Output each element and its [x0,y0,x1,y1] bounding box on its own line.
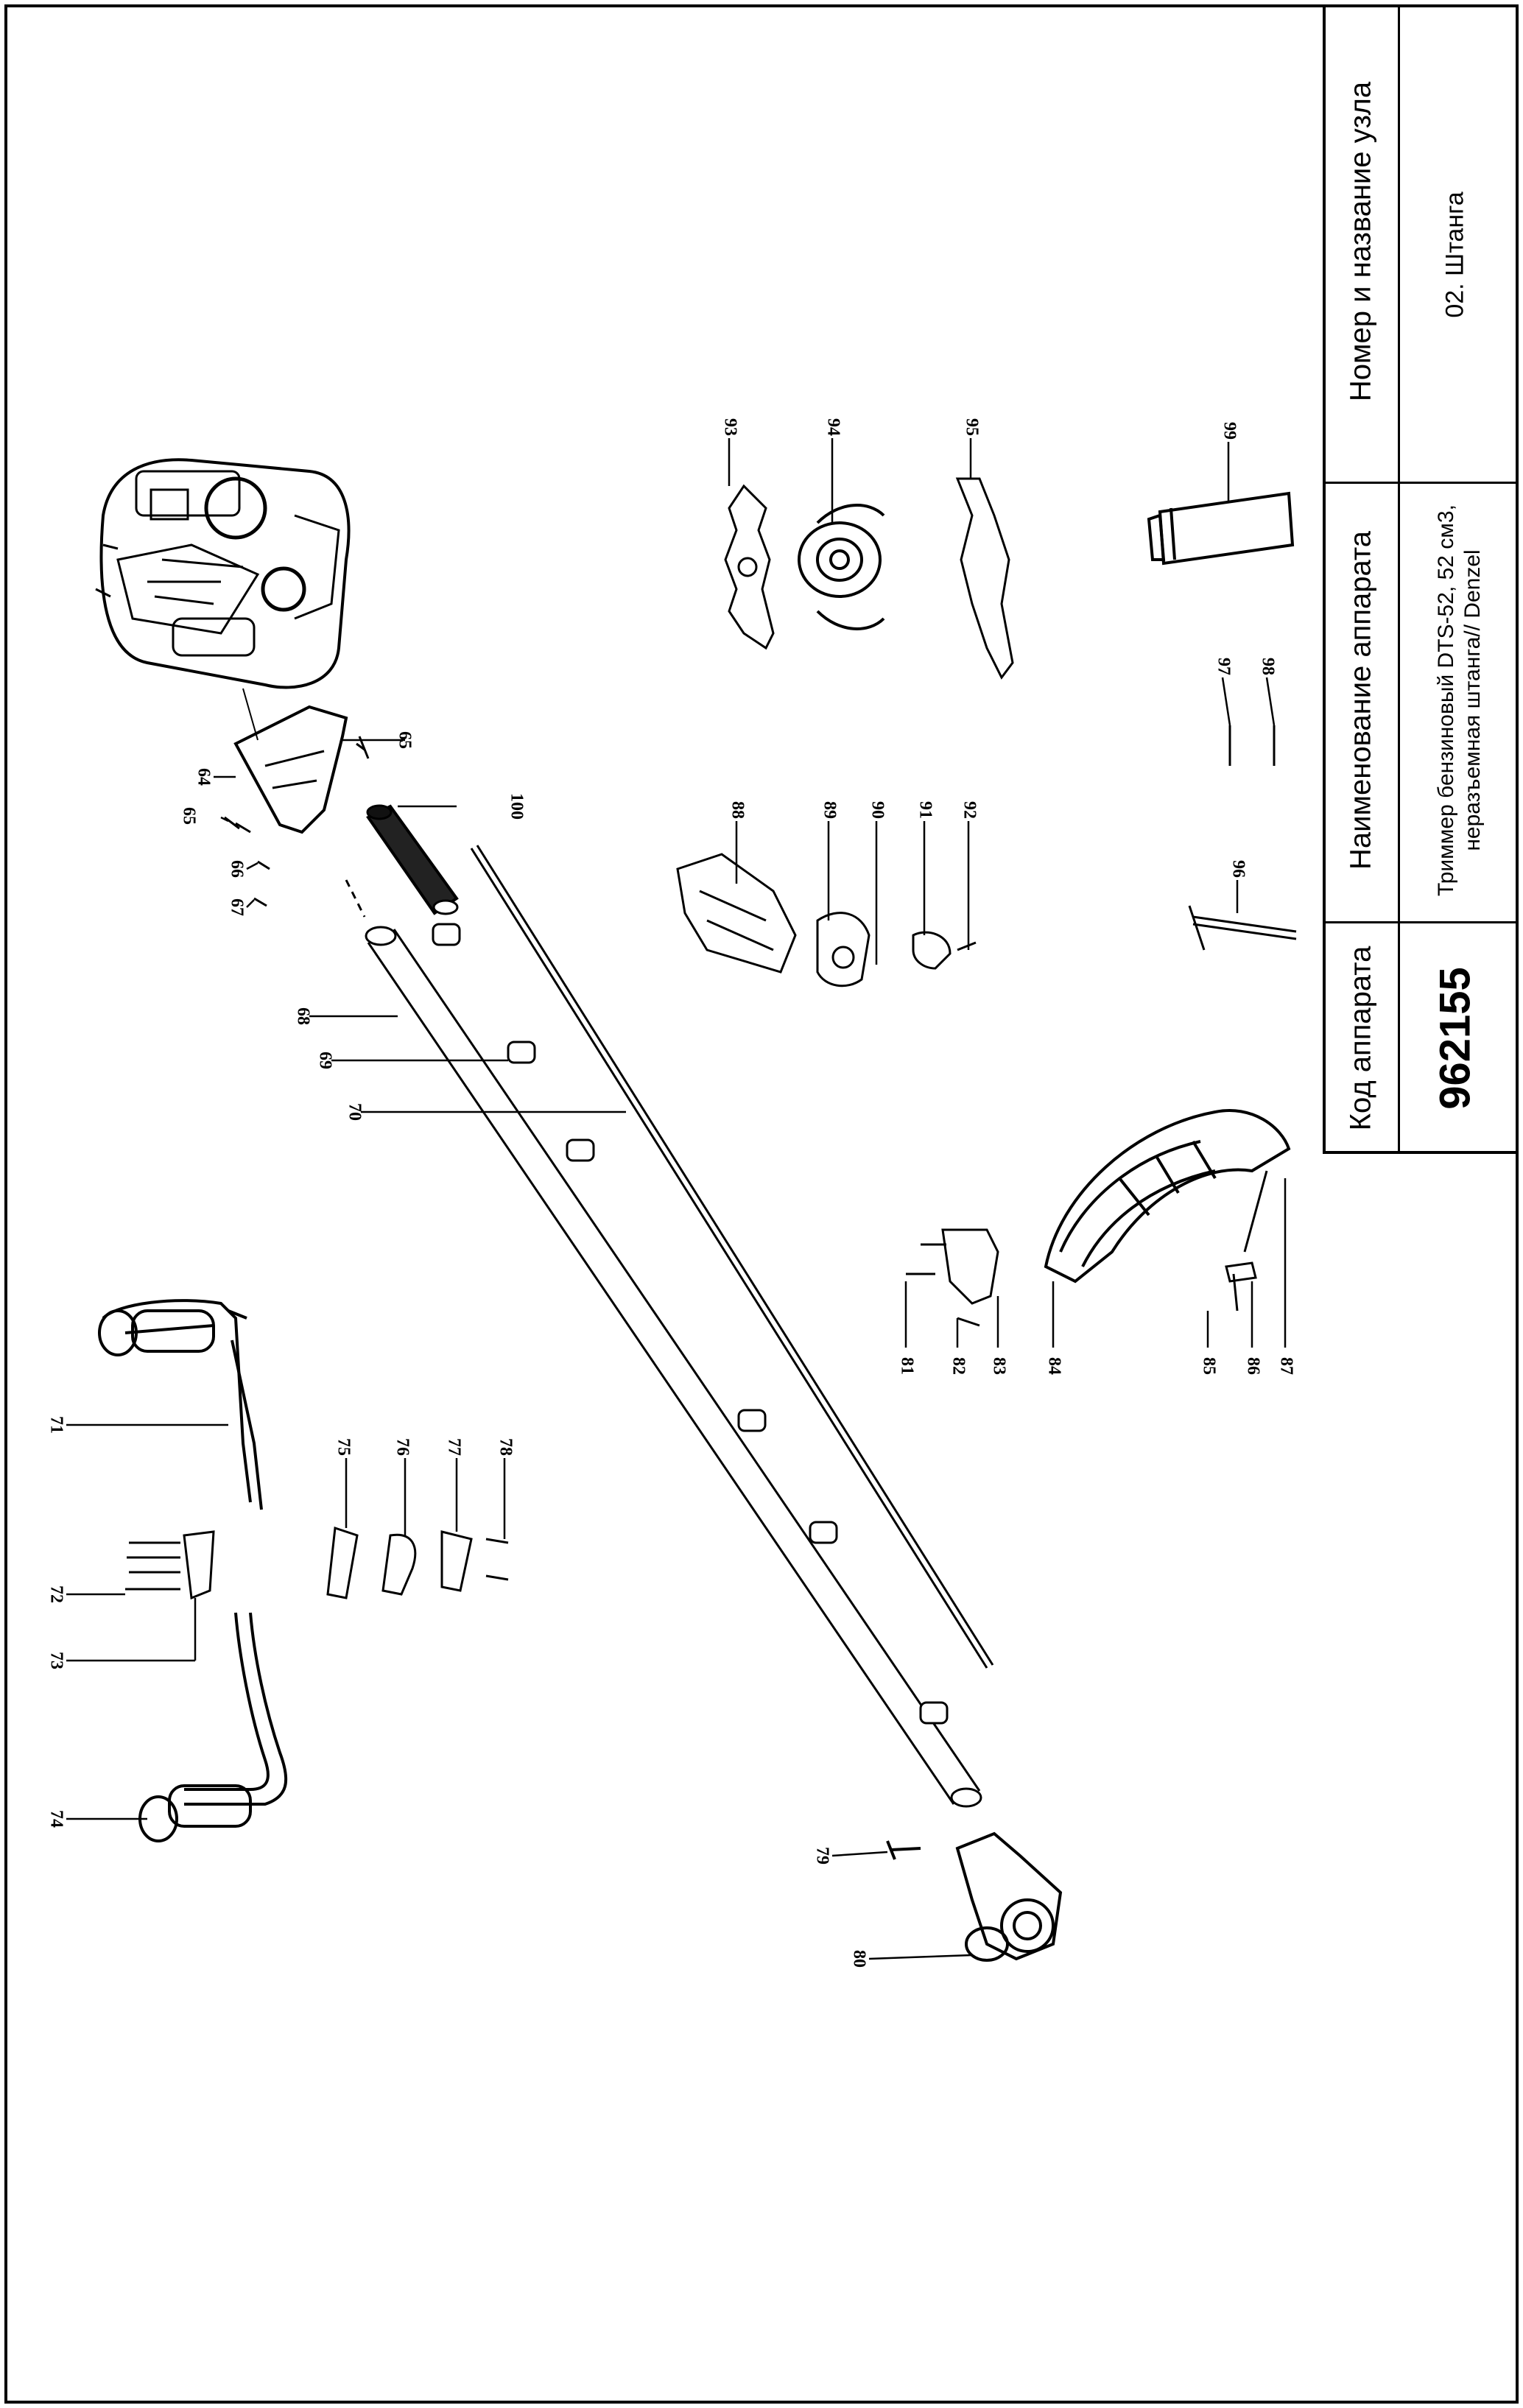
clamp-parts-group [326,1526,509,1599]
part-label-85: 85 [1199,1357,1218,1375]
part-label-82: 82 [949,1357,968,1375]
part-label-86: 86 [1243,1357,1262,1375]
tb-divider-1 [1323,482,1519,484]
main-shaft-tube [345,879,982,1808]
part-label-95: 95 [962,418,981,436]
part-label-67: 67 [227,898,246,916]
small-fasteners-part [912,931,977,970]
handle-upper-part [98,1299,263,1510]
part-label-69: 69 [315,1052,334,1069]
part-label-84: 84 [1044,1357,1063,1375]
gear-head-part [886,1831,1063,1962]
part-label-98: 98 [1258,658,1277,675]
cutting-blade-1 [724,484,775,650]
part-label-99: 99 [1220,422,1239,440]
part-label-87: 87 [1276,1357,1295,1375]
oil-bottle-part [1147,491,1295,566]
part-label-100: 100 [507,793,526,820]
tb-divider-2 [1323,921,1519,923]
grass-guard-part [1044,1109,1291,1284]
part-label-90: 90 [868,801,887,819]
part-label-89: 89 [820,801,839,819]
clutch-housing-part [233,688,348,834]
part-label-66: 66 [227,860,246,878]
clamp-ring-part [816,912,870,988]
part-label-92: 92 [960,801,979,819]
trimmer-head-part [798,504,885,630]
part-label-77: 77 [444,1438,463,1456]
part-label-71: 71 [46,1416,66,1434]
tb-border-bottom [1323,1151,1519,1154]
part-label-94: 94 [823,418,843,436]
part-label-64: 64 [194,768,213,786]
part-label-79: 79 [812,1847,831,1865]
guard-blade-parts [1225,1170,1268,1312]
part-number-labels: 64 65 65 66 67 68 69 70 71 72 73 74 75 76 77 78 79 80 81 82… [46,418,1295,1968]
part-label-65: 65 [395,731,414,749]
part-label-65: 65 [179,807,198,825]
harness-clip-part [676,853,797,974]
part-label-83: 83 [989,1357,1008,1375]
part-label-81: 81 [897,1357,916,1375]
part-label-72: 72 [46,1585,66,1603]
part-label-74: 74 [46,1810,66,1828]
tb-divider-vertical [1398,4,1400,1154]
wrench-tool-part [1188,905,1297,951]
bushings-group [432,923,949,1725]
drive-sleeve-part [366,804,459,915]
handle-lower-part [138,1612,288,1842]
part-label-91: 91 [915,801,935,819]
sheet-frame [4,4,1519,2404]
guard-bracket-part [906,1228,999,1327]
part-label-70: 70 [345,1103,364,1121]
pins-group [1228,725,1276,766]
part-label-93: 93 [720,418,739,436]
tb-border-left [1323,4,1326,1154]
part-label-78: 78 [496,1438,515,1456]
title-block: Код аппарата Наименование аппарата Номер… [1323,4,1519,1154]
part-label-73: 73 [46,1652,66,1669]
leader-lines [66,438,1287,1960]
cutting-blade-2 [955,477,1014,680]
part-label-80: 80 [849,1950,868,1968]
engine-illustration [95,458,351,689]
part-label-75: 75 [334,1438,353,1456]
drive-shaft-rod [470,845,994,1669]
part-label-88: 88 [728,801,747,819]
handle-clamp-part [125,1530,215,1600]
part-label-97: 97 [1214,658,1233,675]
part-label-76: 76 [393,1438,412,1456]
part-label-68: 68 [293,1007,312,1025]
part-label-96: 96 [1228,860,1248,878]
